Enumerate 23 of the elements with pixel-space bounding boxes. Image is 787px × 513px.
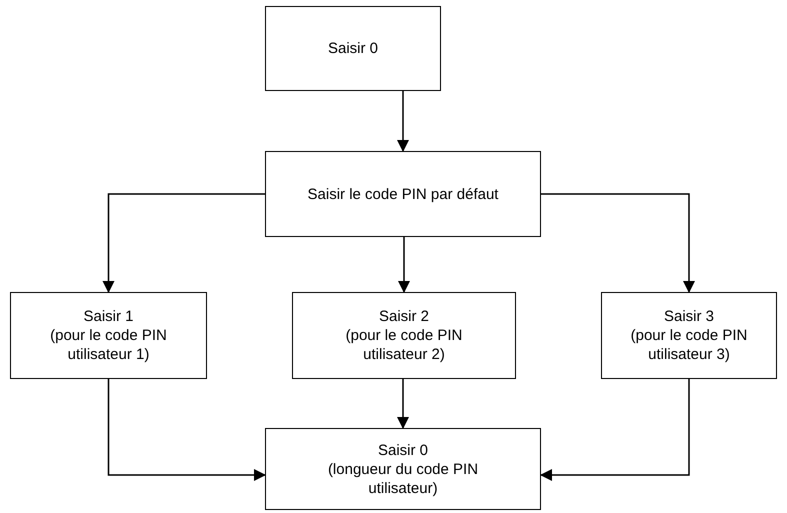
box-text: Saisir 0 xyxy=(328,39,378,58)
process-box xyxy=(265,428,541,510)
arrow xyxy=(541,193,695,293)
box-text: Saisir 0 xyxy=(378,440,428,460)
box-text: Saisir 1 xyxy=(83,307,134,326)
box-text: (pour le code PIN utilisateur 1) xyxy=(49,326,168,364)
process-box xyxy=(10,292,207,379)
box-text: (longueur du code PIN utilisateur) xyxy=(326,460,480,498)
arrow xyxy=(398,237,410,293)
box-text: Saisir le code PIN par défaut xyxy=(308,184,498,204)
arrow xyxy=(397,379,409,429)
arrow xyxy=(108,379,266,481)
box-text: Saisir 2 xyxy=(378,307,430,326)
arrow xyxy=(397,91,409,152)
process-box xyxy=(292,292,516,379)
box-text: (pour le code PIN utilisateur 2) xyxy=(344,326,464,364)
box-text: Saisir 3 xyxy=(664,307,714,326)
process-box xyxy=(265,151,541,237)
process-box xyxy=(601,292,777,379)
box-text: (pour le code PIN utilisateur 3) xyxy=(630,326,748,364)
arrow xyxy=(102,193,265,293)
process-box xyxy=(265,6,441,91)
arrow xyxy=(540,379,690,481)
